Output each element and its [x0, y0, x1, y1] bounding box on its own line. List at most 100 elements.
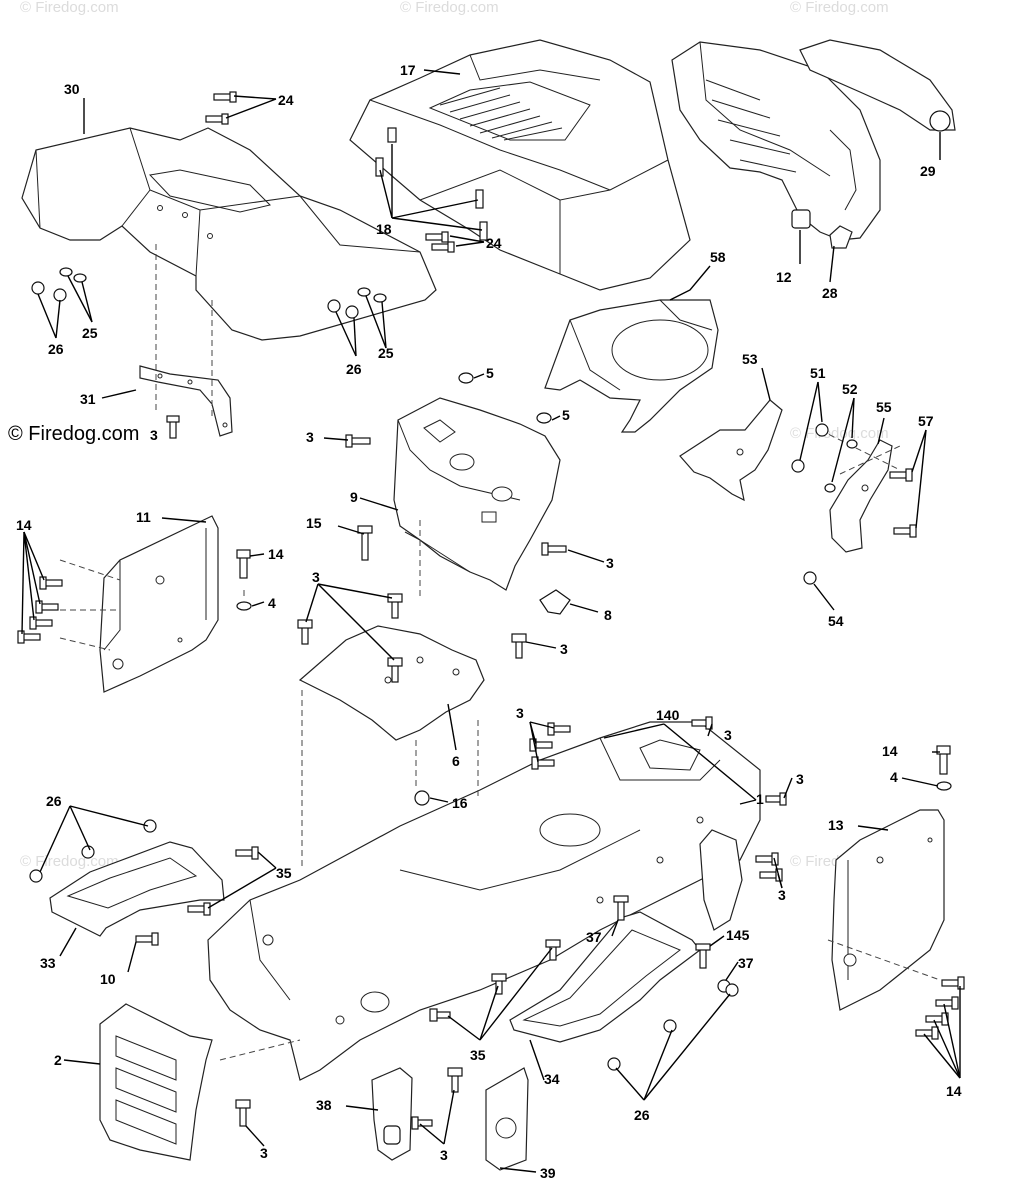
callout-29: 29: [920, 163, 936, 179]
part-fender-30: [21, 127, 437, 341]
screw-icon: [425, 231, 449, 243]
grommet-icon: [536, 412, 552, 424]
callout-15: 15: [306, 515, 322, 531]
screw-icon: [387, 657, 403, 683]
callout-3: 3: [150, 427, 158, 443]
washer-icon: [824, 483, 836, 493]
nut-icon: [345, 305, 359, 319]
nut-icon: [31, 281, 45, 295]
callout-30: 30: [64, 81, 80, 97]
screw-icon: [213, 91, 237, 103]
callout-12: 12: [776, 269, 792, 285]
part-hood-17: [349, 39, 691, 291]
callout-35: 35: [470, 1047, 486, 1063]
screw-icon: [541, 542, 567, 556]
callout-26: 26: [48, 341, 64, 357]
callout-6: 6: [452, 753, 460, 769]
callout-5: 5: [486, 365, 494, 381]
bolt-icon: [613, 895, 629, 921]
part-bracket-39: [485, 1067, 529, 1171]
washer-icon: [936, 781, 952, 791]
grommet-icon: [458, 372, 474, 384]
nut-icon: [803, 571, 817, 585]
callout-25: 25: [378, 345, 394, 361]
callout-3: 3: [724, 727, 732, 743]
screw-icon: [447, 1067, 463, 1093]
callout-25: 25: [82, 325, 98, 341]
callout-53: 53: [742, 351, 758, 367]
washer-icon: [846, 439, 858, 449]
screw-icon: [345, 434, 371, 448]
callout-54: 54: [828, 613, 844, 629]
watermark-text: © Firedog.com: [790, 0, 889, 16]
callout-13: 13: [828, 817, 844, 833]
callout-18: 18: [376, 221, 392, 237]
callout-24: 24: [278, 92, 294, 108]
callout-3: 3: [606, 555, 614, 571]
callout-3: 3: [312, 569, 320, 585]
part-bracket-38: [371, 1067, 413, 1161]
bolt-icon: [491, 973, 507, 995]
callout-51: 51: [810, 365, 826, 381]
screw-icon: [547, 722, 571, 736]
callout-52: 52: [842, 381, 858, 397]
callout-14: 14: [16, 517, 32, 533]
part-plate-6: [298, 625, 485, 741]
washer-icon: [357, 287, 371, 297]
bolt-icon: [545, 939, 561, 961]
callout-31: 31: [80, 391, 96, 407]
nut-icon: [53, 288, 67, 302]
screw-icon: [941, 976, 965, 990]
part-grille-28-29: [671, 39, 956, 249]
callout-17: 17: [400, 62, 416, 78]
bolt-icon: [135, 932, 159, 946]
part-side-panel-11: [99, 515, 219, 693]
part-shroud-58: [544, 299, 719, 433]
bolt-icon: [695, 943, 711, 969]
callout-4: 4: [890, 769, 898, 785]
screw-icon: [893, 524, 917, 538]
callout-8: 8: [604, 607, 612, 623]
screw-icon: [511, 633, 527, 659]
screw-icon: [166, 415, 180, 439]
callout-140: 140: [656, 707, 680, 723]
nut-icon: [663, 1019, 677, 1033]
callout-3: 3: [560, 641, 568, 657]
nut-icon: [725, 983, 739, 997]
callout-3: 3: [440, 1147, 448, 1163]
bolt-icon: [235, 846, 259, 860]
clip-icon: [539, 589, 571, 615]
hardware-fasteners: [17, 91, 965, 1130]
watermark-text: © Firedog.com: [20, 853, 119, 870]
screw-icon: [411, 1116, 433, 1130]
callout-39: 39: [540, 1165, 556, 1181]
callout-55: 55: [876, 399, 892, 415]
part-footrest-34: [509, 911, 701, 1043]
callout-2: 2: [54, 1052, 62, 1068]
callout-24: 24: [486, 235, 502, 251]
screw-icon: [889, 468, 913, 482]
screw-icon: [531, 756, 555, 770]
assembly-lines: [59, 244, 941, 1061]
callout-14: 14: [268, 546, 284, 562]
bolt-icon: [236, 549, 251, 579]
part-footrest-33: [49, 841, 225, 937]
watermark-text: © Firedog.com: [400, 0, 499, 16]
nut-icon: [327, 299, 341, 313]
callout-1: 1: [756, 791, 764, 807]
part-frame-1: [207, 721, 761, 1081]
callout-3: 3: [516, 705, 524, 721]
screw-icon: [205, 113, 229, 125]
callout-4: 4: [268, 595, 276, 611]
callout-26: 26: [46, 793, 62, 809]
callout-37: 37: [738, 955, 754, 971]
callout-3: 3: [796, 771, 804, 787]
callout-37: 37: [586, 929, 602, 945]
callout-3: 3: [778, 887, 786, 903]
callout-3: 3: [260, 1145, 268, 1161]
callout-11: 11: [136, 509, 151, 525]
screw-icon: [765, 792, 787, 806]
part-bracket-31: [139, 365, 233, 437]
nut-icon: [607, 1057, 621, 1071]
